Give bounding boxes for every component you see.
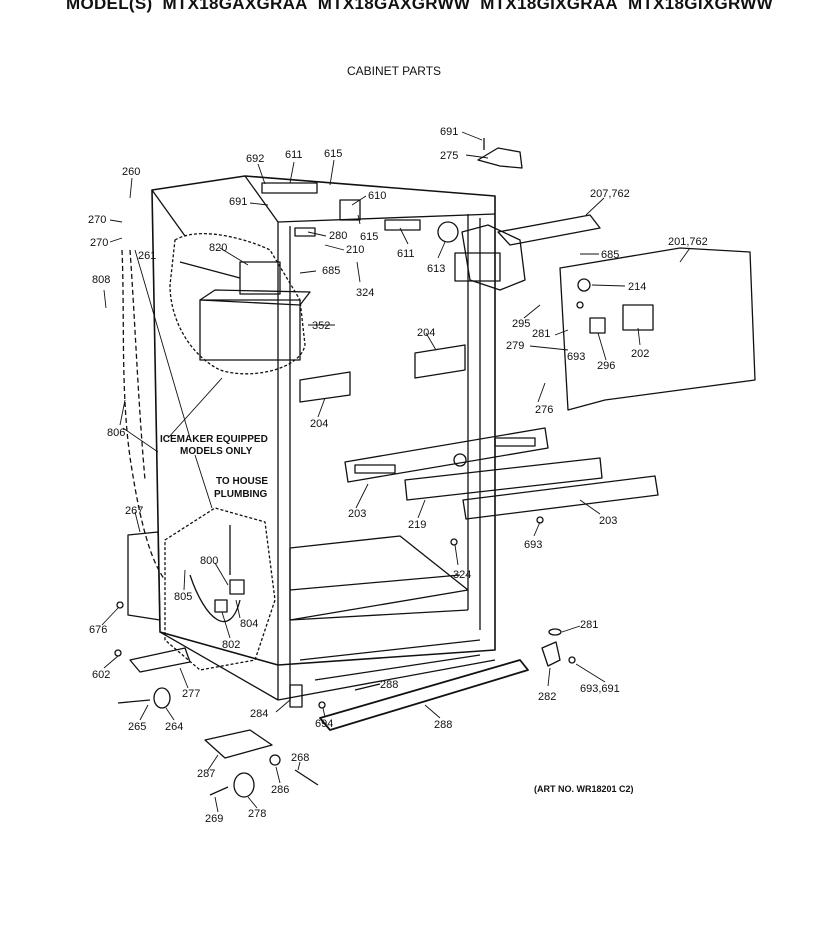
callout-281: 281 [580,619,598,631]
callout-676: 676 [89,624,107,636]
callout-261: 261 [138,250,156,262]
callout-602: 602 [92,669,110,681]
callout-693: 693 [524,539,542,551]
callout-352: 352 [312,320,330,332]
callout-286: 286 [271,784,289,796]
callout-820: 820 [209,242,227,254]
callout-804: 804 [240,618,258,630]
callout-800: 800 [200,555,218,567]
model-number: MTX18GIXGRWW [628,0,773,13]
callout-610: 610 [368,190,386,202]
icemaker-note-line2: MODELS ONLY [180,446,253,457]
callout-615: 615 [324,148,342,160]
plumbing-note-line2: PLUMBING [214,489,268,500]
model-list: MODEL(S) MTX18GAXGRAA MTX18GAXGRWW MTX18GIX… [66,0,806,16]
callout-296: 296 [597,360,615,372]
model-number: MTX18GAXGRAA [162,0,308,13]
callout-268: 268 [291,752,309,764]
callout-202: 202 [631,348,649,360]
front-rails [344,427,659,520]
callout-802: 802 [222,639,240,651]
callout-280: 280 [329,230,347,242]
callout-267: 267 [125,505,143,517]
section-title: CABINET PARTS [347,64,442,78]
callout-214: 214 [628,281,646,293]
model-number: MTX18GAXGRWW [317,0,471,13]
callout-204: 204 [310,418,328,430]
left-side-panel [127,531,161,621]
callout-204: 204 [417,327,435,339]
callout-288: 288 [380,679,398,691]
plumbing-note-line1: TO HOUSE [216,476,268,487]
callout-693-691: 693,691 [580,683,620,695]
callout-295: 295 [512,318,530,330]
callout-210: 210 [346,244,364,256]
cross-bracket [299,344,466,403]
callout-270: 270 [88,214,106,226]
callout-693: 693 [567,351,585,363]
control-panel [559,247,756,411]
callout-276: 276 [535,404,553,416]
callout-260: 260 [122,166,140,178]
callout-281: 281 [532,328,550,340]
callout-685: 685 [601,249,619,261]
callout-282: 282 [538,691,556,703]
icemaker-note-line1: ICEMAKER EQUIPPED [160,434,268,445]
top-control-parts [261,182,601,291]
callout-284: 284 [250,708,268,720]
callout-611: 611 [285,149,303,161]
callout-806: 806 [107,427,125,439]
model-prefix: MODEL(S) [66,0,153,13]
callout-275: 275 [440,150,458,162]
water-valve-area [164,507,276,671]
callout-269: 269 [205,813,223,825]
callout-287: 287 [197,768,215,780]
callout-264: 264 [165,721,183,733]
callout-201-762: 201,762 [668,236,708,248]
model-number: MTX18GIXGRAA [480,0,619,13]
callout-219: 219 [408,519,426,531]
water-lines [121,249,166,581]
callout-203: 203 [348,508,366,520]
callout-203: 203 [599,515,617,527]
callout-207-762: 207,762 [590,188,630,200]
icemaker-assembly [169,233,311,375]
top-hinge [477,138,523,169]
callout-808: 808 [92,274,110,286]
lower-parts [114,516,576,798]
callout-288: 288 [434,719,452,731]
callout-692: 692 [246,153,264,165]
callout-270: 270 [90,237,108,249]
callout-615: 615 [360,231,378,243]
callout-277: 277 [182,688,200,700]
callout-278: 278 [248,808,266,820]
art-number: (ART NO. WR18201 C2) [534,784,634,794]
callout-685: 685 [322,265,340,277]
cabinet-body [151,175,496,701]
callout-691: 691 [229,196,247,208]
callout-694: 694 [315,718,333,730]
callout-611: 611 [397,248,415,260]
callout-324: 324 [453,569,471,581]
callout-265: 265 [128,721,146,733]
callout-279: 279 [506,340,524,352]
leader-lines [101,131,691,813]
callout-324: 324 [356,287,374,299]
callout-805: 805 [174,591,192,603]
callout-613: 613 [427,263,445,275]
callout-691: 691 [440,126,458,138]
